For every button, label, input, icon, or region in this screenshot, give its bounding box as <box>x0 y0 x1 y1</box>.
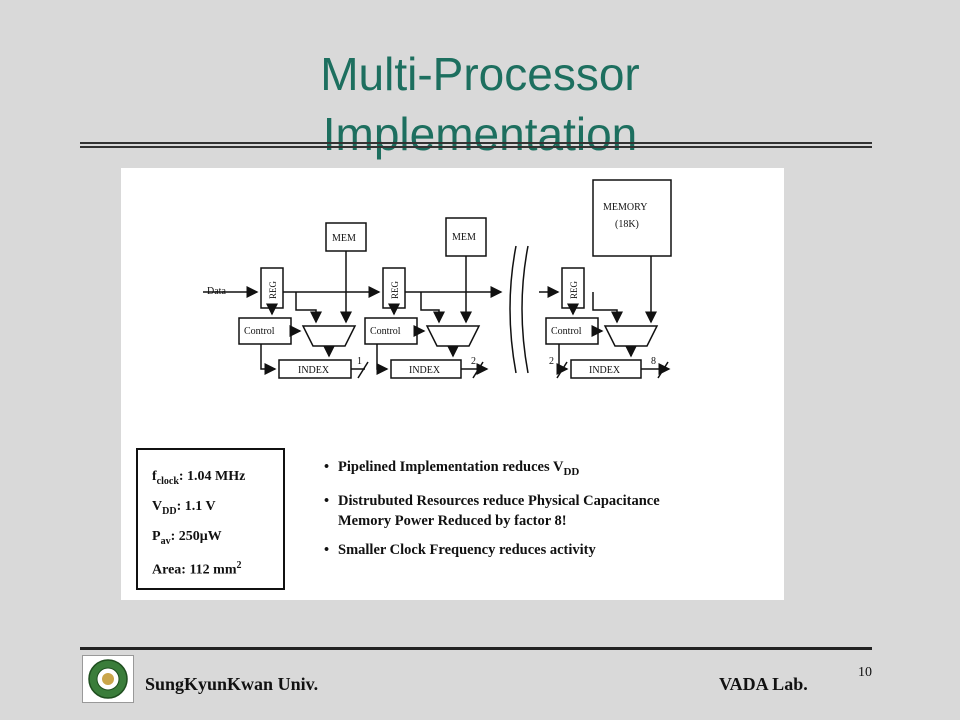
bullet-1: • Pipelined Implementation reduces VDD <box>324 459 580 478</box>
bullet-marker: • <box>324 492 330 509</box>
index-number-2: 2 <box>471 356 476 367</box>
mux-2 <box>425 325 481 347</box>
memory-box <box>592 179 672 257</box>
footer-lab: VADA Lab. <box>719 674 808 694</box>
break-curve-1 <box>509 245 517 374</box>
spec-fclock: fclock: 1.04 MHz <box>152 469 246 487</box>
mux-n <box>603 325 659 347</box>
index-label-1: INDEX <box>298 365 330 376</box>
specs-box: fclock: 1.04 MHz VDD: 1.1 V Pav: 250μW A… <box>136 448 285 590</box>
control-label-1: Control <box>244 326 275 337</box>
page-number: 10 <box>858 665 872 680</box>
university-seal-icon <box>88 659 128 699</box>
index-label-n: INDEX <box>589 365 621 376</box>
spec-area: Area: 112 mm2 <box>152 560 242 579</box>
title-rule-top <box>80 142 872 144</box>
stage-2: MEM REG Control INDEX 2 <box>364 217 487 379</box>
index-number-1: 1 <box>357 356 362 367</box>
title-line-2: Implementation <box>322 108 638 160</box>
bullet-list: • Pipelined Implementation reduces VDD •… <box>324 457 794 569</box>
footer-university: SungKyunKwan Univ. <box>145 674 319 694</box>
reg-label-1: REG <box>268 280 278 299</box>
bullet-marker: • <box>324 541 330 558</box>
bullet-marker: • <box>324 459 330 475</box>
mem-label-1: MEM <box>332 233 356 244</box>
control-label-2: Control <box>370 326 401 337</box>
spec-vdd: VDD: 1.1 V <box>152 498 216 517</box>
control-label-n: Control <box>551 326 582 337</box>
slide-title: Multi-Processor Implementation <box>180 44 780 164</box>
bullet-2: • Distrubuted Resources reduce Physical … <box>324 492 660 529</box>
stage-n: MEMORY (18K) REG Control INDEX 2 8 <box>545 179 672 379</box>
connections <box>260 251 671 379</box>
index-label-2: INDEX <box>409 365 441 376</box>
figure-panel: Data MEM REG Control INDEX 1 MEM REG Con… <box>121 168 784 600</box>
university-logo <box>82 655 134 703</box>
bullet-3: • Smaller Clock Frequency reduces activi… <box>324 541 596 558</box>
mem-label-2: MEM <box>452 232 476 243</box>
title-line-1: Multi-Processor <box>320 48 640 100</box>
reg-label-n: REG <box>569 280 579 299</box>
stage-1: MEM REG Control INDEX 1 <box>238 222 367 379</box>
pipeline-diagram: Data MEM REG Control INDEX 1 MEM REG Con… <box>203 179 672 379</box>
reg-label-2: REG <box>390 280 400 299</box>
index-number-4: 8 <box>651 356 656 367</box>
index-number-3: 2 <box>549 356 554 367</box>
memory-size-label: (18K) <box>615 219 639 230</box>
mux-1 <box>301 325 357 347</box>
footer-rule <box>80 647 872 650</box>
spec-pav: Pav: 250μW <box>152 528 222 547</box>
memory-label: MEMORY <box>603 202 647 213</box>
title-rule-bottom <box>80 146 872 148</box>
break-curve-2 <box>521 245 529 374</box>
